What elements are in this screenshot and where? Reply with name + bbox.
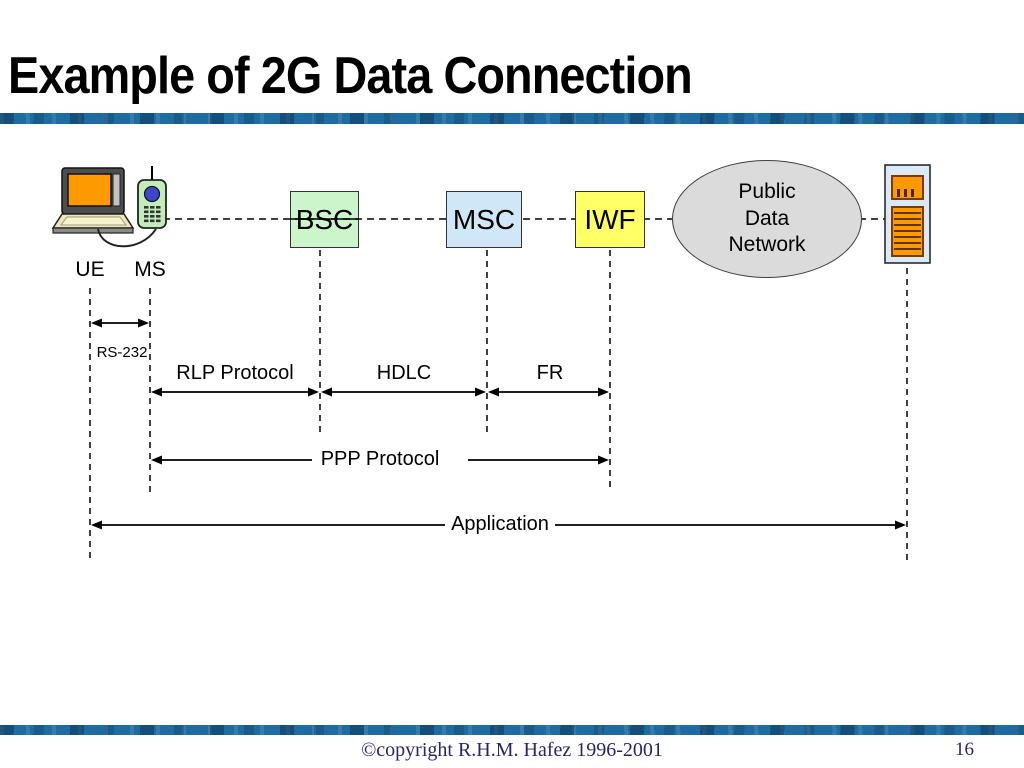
node-box-bsc: BSC bbox=[290, 191, 359, 248]
title-accent-bar bbox=[0, 113, 1024, 124]
fr-span-label: FR bbox=[536, 362, 564, 384]
rs232-span-label: RS-232 bbox=[96, 344, 148, 361]
ppp-span-label: PPP Protocol bbox=[320, 448, 440, 470]
laptop-computer-icon bbox=[51, 167, 135, 234]
node-box-iwf: IWF bbox=[575, 191, 645, 248]
node-label-bsc: BSC bbox=[295, 203, 354, 235]
node-label-iwf: IWF bbox=[584, 203, 636, 235]
laptop-phone-cable bbox=[97, 228, 157, 248]
hdlc-span-label: HDLC bbox=[376, 362, 432, 384]
page-number: 16 bbox=[955, 739, 974, 760]
cloud-label: Public Data Network bbox=[728, 179, 806, 257]
public-data-network-cloud: Public Data Network bbox=[672, 160, 862, 278]
rlp-span-label: RLP Protocol bbox=[176, 362, 294, 384]
mobile-phone-icon bbox=[137, 166, 167, 229]
node-box-msc: MSC bbox=[446, 191, 522, 248]
remote-host-server-icon bbox=[884, 164, 931, 264]
footer-accent-bar bbox=[0, 725, 1024, 735]
ue-label: UE bbox=[75, 258, 105, 281]
page-title: Example of 2G Data Connection bbox=[8, 47, 693, 105]
node-label-msc: MSC bbox=[452, 203, 516, 235]
application-span-label: Application bbox=[451, 513, 549, 535]
copyright-text: ©copyright R.H.M. Hafez 1996-2001 bbox=[361, 739, 663, 761]
ms-label: MS bbox=[134, 258, 166, 281]
